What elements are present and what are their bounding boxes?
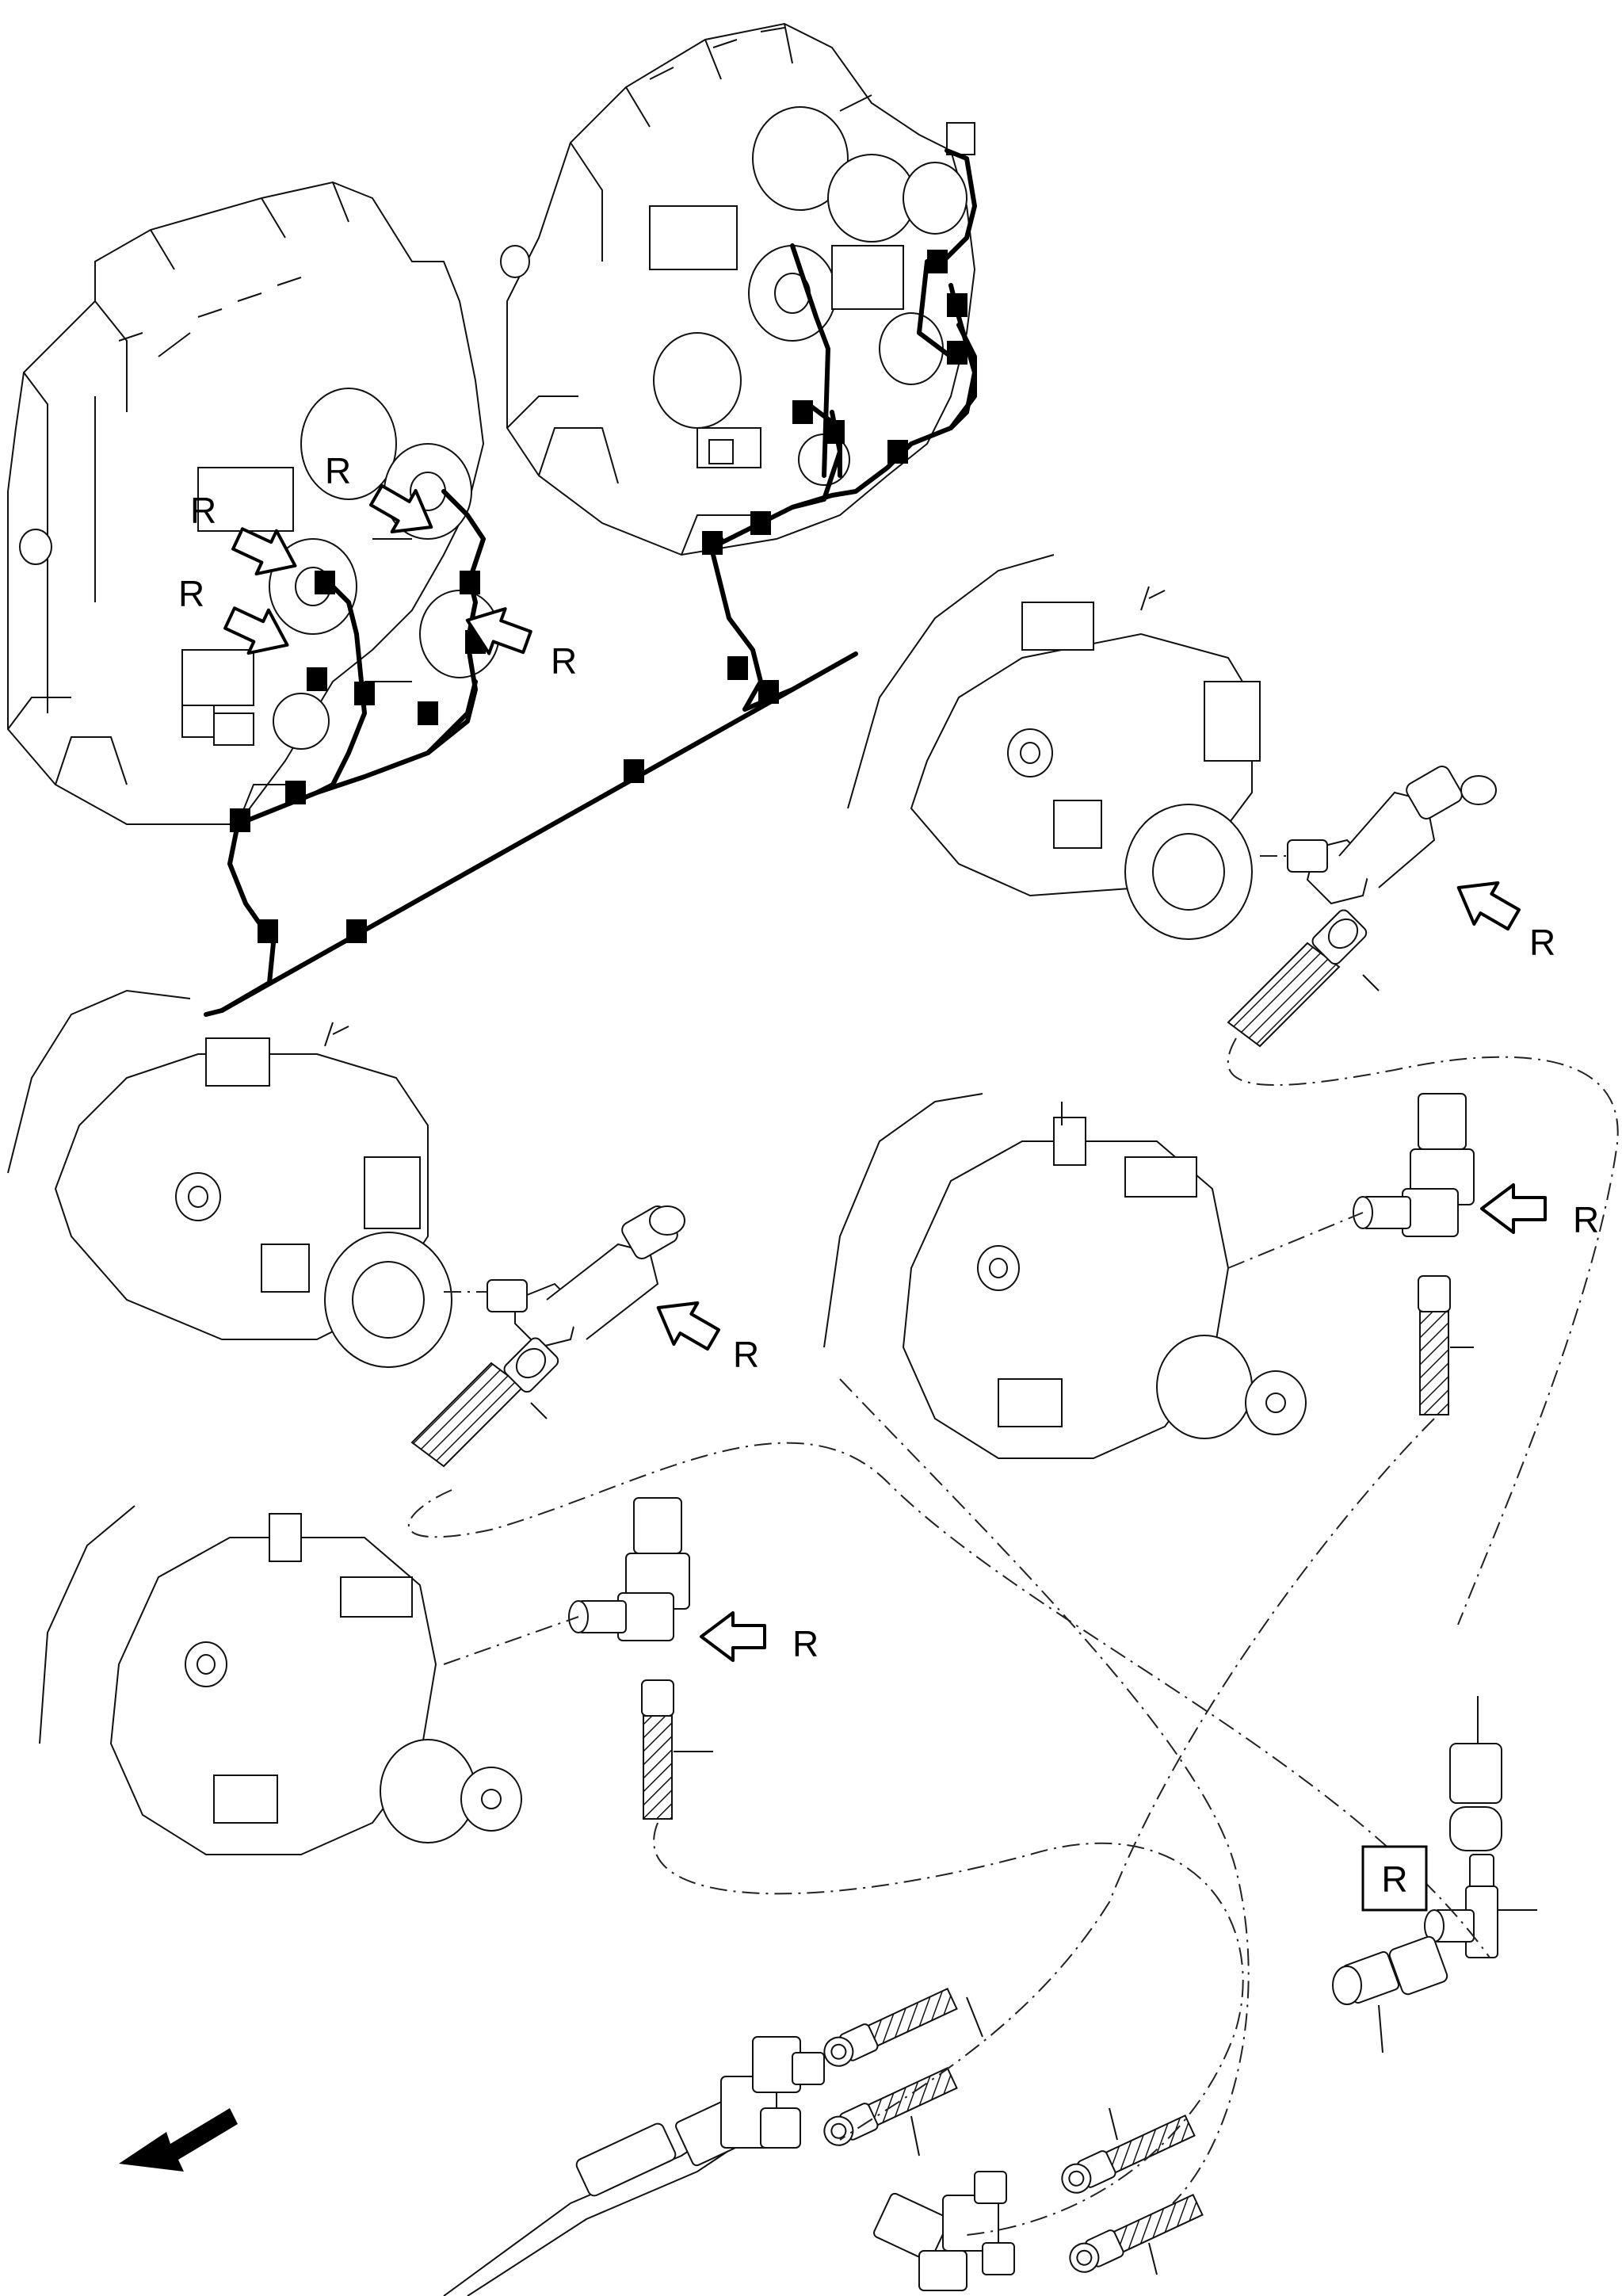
svg-text:R: R bbox=[733, 1334, 759, 1375]
gearbox-assembly-left bbox=[7, 181, 500, 825]
manifold-assembly bbox=[443, 2036, 1015, 2296]
callout-r-4: R bbox=[457, 596, 577, 682]
svg-text:R: R bbox=[325, 450, 351, 491]
callout-r-boxed: R bbox=[1361, 1845, 1428, 1912]
hollow-arrow-icon bbox=[700, 1611, 766, 1662]
svg-text:R: R bbox=[178, 573, 204, 614]
solid-arrow-icon bbox=[119, 2108, 238, 2172]
callout-r-8: R bbox=[700, 1611, 819, 1664]
routing-lines bbox=[407, 1037, 1619, 2236]
svg-text:R: R bbox=[551, 640, 577, 682]
callout-r-1: R bbox=[190, 490, 307, 589]
pipe-harness bbox=[204, 148, 977, 1017]
callout-r-3: R bbox=[325, 450, 445, 549]
pump-detail-right-top bbox=[847, 554, 1497, 940]
gearbox-assembly-right bbox=[500, 22, 976, 556]
hollow-arrow-icon bbox=[1445, 865, 1527, 942]
hollow-arrow-icon bbox=[644, 1286, 727, 1362]
front-direction-indicator: F bbox=[119, 2108, 238, 2172]
callout-r-5: R bbox=[1445, 865, 1555, 963]
svg-text:R: R bbox=[1529, 922, 1555, 963]
pump-detail-left bbox=[7, 989, 685, 1368]
hollow-arrow-icon bbox=[1480, 1183, 1547, 1234]
svg-text:R: R bbox=[1381, 1859, 1407, 1900]
svg-text:R: R bbox=[792, 1623, 819, 1664]
pump-detail-right-middle bbox=[823, 1093, 1475, 1459]
svg-text:R: R bbox=[190, 490, 216, 531]
hose-end-right-top bbox=[1227, 909, 1380, 1048]
callout-r-7: R bbox=[644, 1286, 759, 1375]
hose-end-left bbox=[410, 1337, 559, 1468]
callout-r-2: R bbox=[178, 573, 300, 668]
svg-text:R: R bbox=[1573, 1199, 1599, 1240]
exploded-fitting-detail bbox=[1332, 1696, 1537, 2053]
pump-detail-left-bottom bbox=[39, 1497, 713, 1855]
callout-r-6: R bbox=[1480, 1183, 1599, 1240]
hoses-bottom bbox=[819, 1985, 1205, 2278]
